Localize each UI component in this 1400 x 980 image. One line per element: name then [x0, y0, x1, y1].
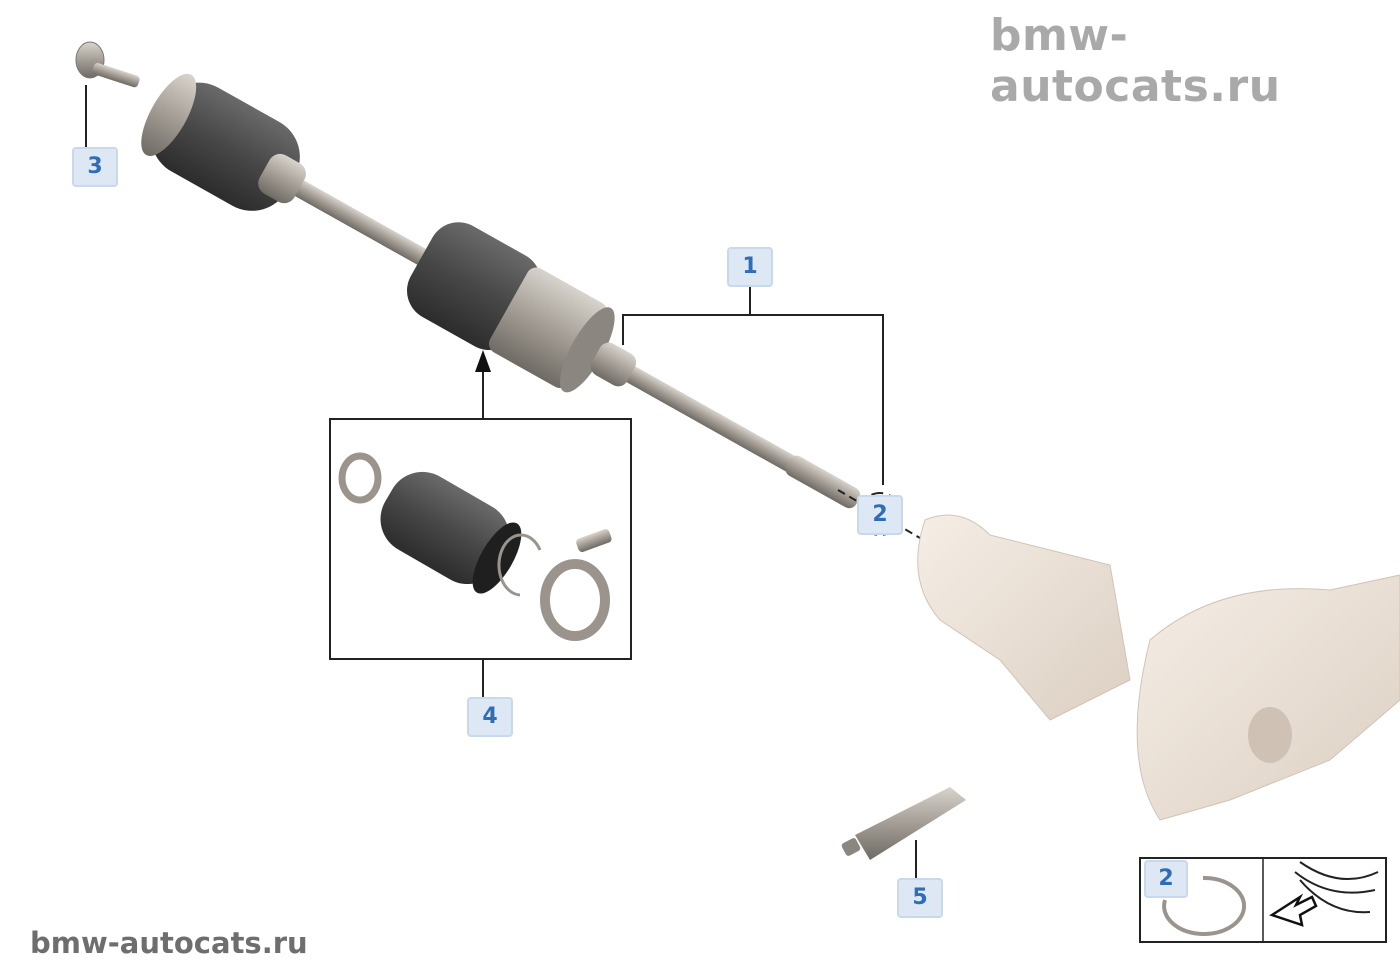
transfer-case-housing [917, 514, 1400, 821]
drive-shaft-part [141, 73, 861, 509]
callout-5-label[interactable]: 5 [897, 878, 943, 918]
callout-1-leader [622, 285, 884, 485]
watermark-top: bmw-autocats.ru [990, 10, 1281, 112]
callout-3-label[interactable]: 3 [72, 147, 118, 187]
watermark-bottom: bmw-autocats.ru [30, 926, 308, 960]
callout-2-label[interactable]: 2 [857, 495, 903, 535]
boot-kit-box [329, 350, 632, 698]
inset-callout-2-label[interactable]: 2 [1144, 860, 1188, 898]
callout-4-label[interactable]: 4 [467, 697, 513, 737]
collar-bolt-part [75, 41, 140, 88]
grease-tube-part [841, 787, 966, 880]
callout-1-label[interactable]: 1 [727, 247, 773, 287]
